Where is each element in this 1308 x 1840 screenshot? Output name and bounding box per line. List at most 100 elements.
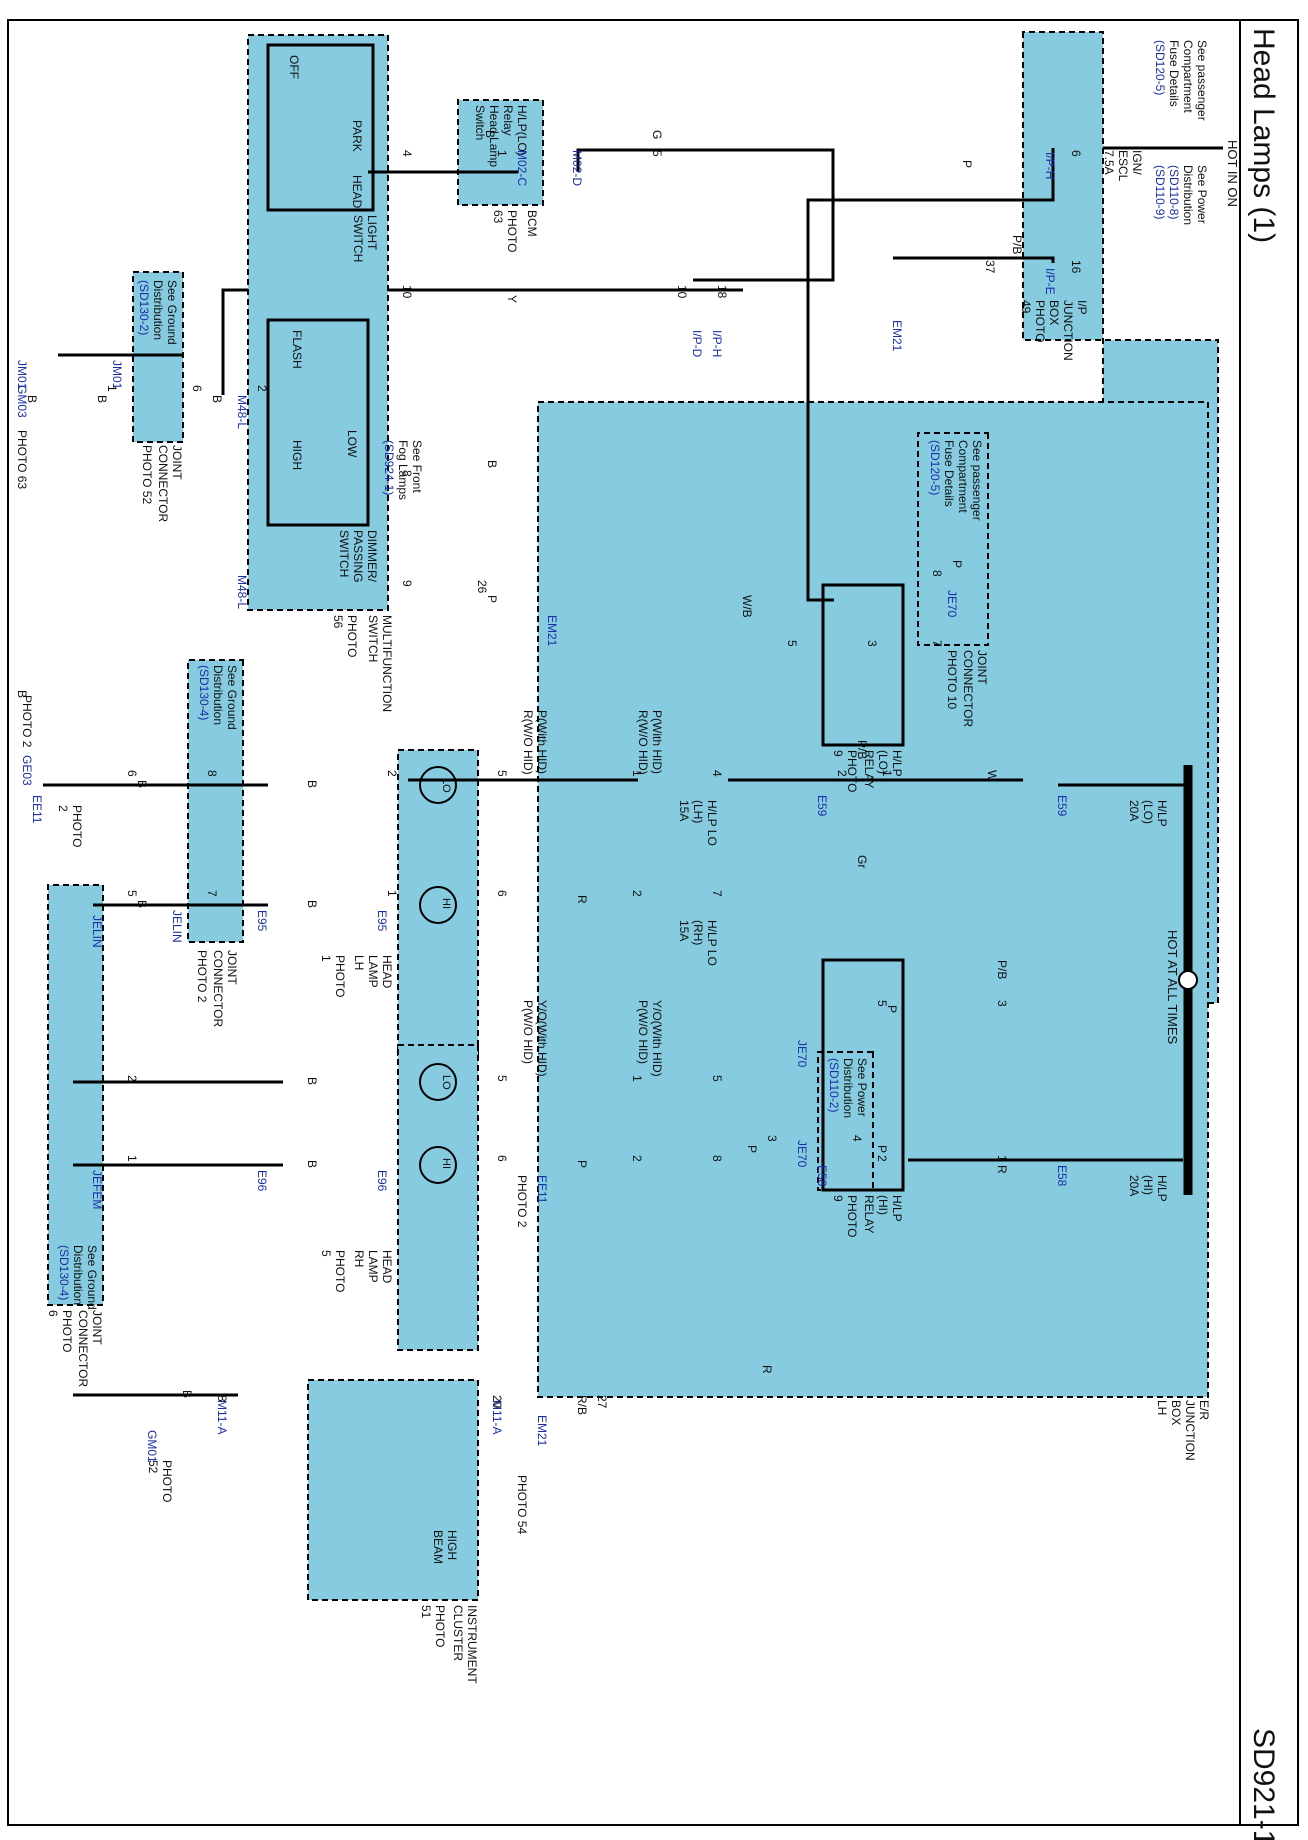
svg-text:P: P <box>875 1145 889 1153</box>
svg-text:FLASH: FLASH <box>290 330 304 369</box>
svg-text:7: 7 <box>710 890 724 897</box>
svg-text:ESCL: ESCL <box>1116 150 1130 182</box>
svg-text:G: G <box>650 130 664 139</box>
svg-text:B: B <box>15 690 29 698</box>
svg-text:P: P <box>575 1160 589 1168</box>
svg-text:49: 49 <box>1019 300 1033 314</box>
svg-text:B: B <box>305 780 319 788</box>
svg-text:P(With HID): P(With HID) <box>650 710 664 774</box>
svg-text:B: B <box>95 395 109 403</box>
svg-text:JE70: JE70 <box>945 590 959 618</box>
svg-text:JOINT: JOINT <box>225 950 239 985</box>
svg-text:E59: E59 <box>1055 795 1069 817</box>
svg-text:P: P <box>950 560 964 568</box>
svg-text:1: 1 <box>105 385 119 392</box>
svg-text:6: 6 <box>495 1155 509 1162</box>
svg-text:2: 2 <box>385 770 399 777</box>
svg-text:Gr: Gr <box>855 855 869 868</box>
svg-text:See Power: See Power <box>1195 165 1209 224</box>
svg-text:Relay: Relay <box>501 105 515 136</box>
svg-text:SWITCH: SWITCH <box>337 530 351 577</box>
lamp-hi-lh: HI <box>419 886 457 924</box>
svg-text:LAMP: LAMP <box>366 1250 380 1283</box>
hot-at-all-times: HOT AT ALL TIMES <box>1165 930 1180 1044</box>
svg-text:2: 2 <box>630 890 644 897</box>
svg-text:26: 26 <box>475 580 489 594</box>
svg-text:Distribution: Distribution <box>841 1058 855 1118</box>
svg-text:7.5A: 7.5A <box>1102 150 1116 175</box>
svg-text:37: 37 <box>983 260 997 274</box>
svg-text:LIGHT: LIGHT <box>365 215 379 251</box>
svg-text:CONNECTOR: CONNECTOR <box>211 950 225 1027</box>
svg-text:B: B <box>25 395 39 403</box>
svg-text:P(With HID): P(With HID) <box>535 710 549 774</box>
svg-text:P(W/O HID): P(W/O HID) <box>636 1000 650 1064</box>
svg-text:R(W/O HID): R(W/O HID) <box>636 710 650 775</box>
svg-text:H/LP: H/LP <box>890 1195 904 1222</box>
svg-text:18: 18 <box>715 285 729 299</box>
svg-text:Distribution: Distribution <box>151 280 165 340</box>
bcm-box <box>457 99 544 206</box>
svg-text:M11-A: M11-A <box>490 1400 504 1434</box>
svg-text:P(W/O HID): P(W/O HID) <box>521 1000 535 1064</box>
hot-in-on: HOT IN ON <box>1225 140 1240 207</box>
svg-text:Y: Y <box>505 295 519 303</box>
svg-text:(SD120-5): (SD120-5) <box>1153 40 1167 95</box>
svg-text:(SD130-4): (SD130-4) <box>57 1245 71 1300</box>
svg-text:20: 20 <box>490 1395 504 1409</box>
svg-text:HEAD: HEAD <box>380 955 394 989</box>
svg-text:1: 1 <box>630 1075 644 1082</box>
svg-text:See Ground: See Ground <box>85 1245 99 1310</box>
svg-text:52: 52 <box>146 1460 160 1474</box>
svg-text:I/P-H: I/P-H <box>1043 152 1057 179</box>
svg-text:PHOTO: PHOTO <box>70 805 84 847</box>
svg-text:Distribution: Distribution <box>211 665 225 725</box>
svg-text:6: 6 <box>495 890 509 897</box>
svg-text:(SD110-2): (SD110-2) <box>827 1058 841 1112</box>
svg-text:63: 63 <box>491 210 505 224</box>
svg-text:M02-C: M02-C <box>515 150 529 186</box>
dimmer-switch-body <box>266 318 370 527</box>
svg-text:See Power: See Power <box>855 1058 869 1117</box>
svg-text:7: 7 <box>930 640 944 647</box>
svg-text:M11-A: M11-A <box>215 1400 229 1434</box>
svg-text:JM01: JM01 <box>15 360 29 390</box>
svg-text:9: 9 <box>400 580 414 587</box>
svg-text:R: R <box>575 895 589 904</box>
svg-text:BEAM: BEAM <box>431 1530 445 1564</box>
svg-text:5: 5 <box>495 770 509 777</box>
svg-text:SWITCH: SWITCH <box>351 215 365 262</box>
svg-text:2: 2 <box>630 1155 644 1162</box>
svg-text:RELAY: RELAY <box>862 750 876 788</box>
svg-text:8: 8 <box>215 1395 229 1402</box>
svg-text:1: 1 <box>125 1155 139 1162</box>
svg-text:JE70: JE70 <box>795 1140 809 1168</box>
svg-text:7: 7 <box>205 890 219 897</box>
svg-text:LH: LH <box>1155 1400 1169 1415</box>
svg-text:8: 8 <box>400 470 414 477</box>
svg-text:BOX: BOX <box>1169 1400 1183 1425</box>
svg-text:PHOTO: PHOTO <box>160 1460 174 1502</box>
svg-text:JOINT: JOINT <box>975 650 989 685</box>
svg-text:2: 2 <box>835 770 849 777</box>
svg-text:HIGH: HIGH <box>290 440 304 470</box>
svg-text:1: 1 <box>495 150 509 157</box>
svg-text:BOX: BOX <box>1047 300 1061 325</box>
svg-text:P: P <box>485 595 499 603</box>
svg-text:See Front: See Front <box>410 440 424 493</box>
svg-text:2: 2 <box>255 385 269 392</box>
svg-text:W/B: W/B <box>740 595 754 618</box>
svg-text:CLUSTER: CLUSTER <box>451 1605 465 1661</box>
svg-text:JEFEM: JEFEM <box>90 1170 104 1209</box>
svg-text:BCM: BCM <box>525 210 539 237</box>
svg-text:GE03: GE03 <box>20 755 34 786</box>
svg-text:HI: HI <box>440 1158 452 1169</box>
hi-relay-body <box>821 958 905 1192</box>
svg-text:(SD130-2): (SD130-2) <box>137 280 151 335</box>
svg-text:(SD924-1): (SD924-1) <box>382 440 396 495</box>
svg-text:MULTIFUNCTION: MULTIFUNCTION <box>380 615 394 712</box>
svg-text:8: 8 <box>205 770 219 777</box>
